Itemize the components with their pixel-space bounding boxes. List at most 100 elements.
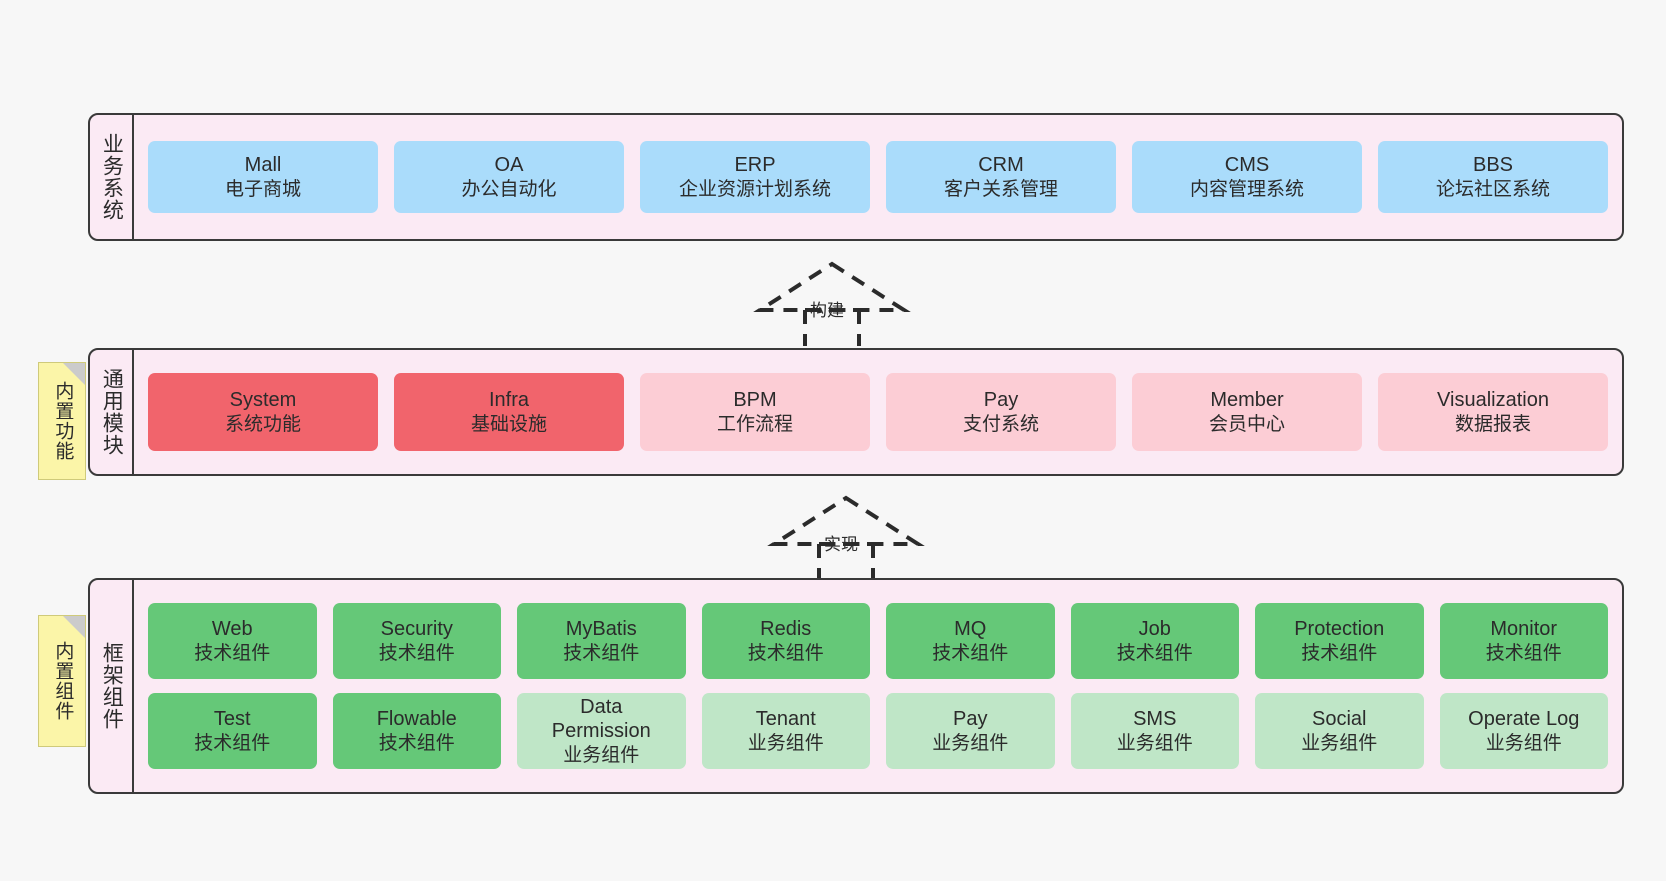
card-web-name: Web bbox=[211, 618, 253, 641]
card-system[interactable]: System 系统功能 bbox=[148, 373, 378, 451]
card-redis[interactable]: Redis 技术组件 bbox=[701, 603, 870, 679]
card-infra-sub: 基础设施 bbox=[470, 413, 547, 435]
card-test[interactable]: Test 技术组件 bbox=[148, 693, 317, 769]
layer-business-system-row: Mall 电子商城 OA 办公自动化 ERP 企业资源计划系统 CRM 客户关系… bbox=[148, 141, 1608, 213]
card-mybatis[interactable]: MyBatis 技术组件 bbox=[517, 603, 686, 679]
note-builtin-components-text: 内置组件 bbox=[52, 641, 74, 721]
card-tenant-sub: 业务组件 bbox=[747, 732, 824, 754]
connector-implement-label: 实现 bbox=[824, 535, 858, 554]
card-flowable[interactable]: Flowable 技术组件 bbox=[332, 693, 501, 769]
card-pay-module[interactable]: Pay 支付系统 bbox=[886, 373, 1116, 451]
card-operate-log-sub: 业务组件 bbox=[1485, 732, 1562, 754]
card-operate-log[interactable]: Operate Log 业务组件 bbox=[1439, 693, 1608, 769]
layer-business-system-title: 业务系统 bbox=[90, 115, 134, 239]
card-web[interactable]: Web 技术组件 bbox=[148, 603, 317, 679]
layer-common-modules-row: System 系统功能 Infra 基础设施 BPM 工作流程 Pay 支付系统… bbox=[148, 373, 1608, 451]
card-pay-component[interactable]: Pay 业务组件 bbox=[886, 693, 1055, 769]
card-monitor-name: Monitor bbox=[1490, 618, 1558, 641]
card-oa[interactable]: OA 办公自动化 bbox=[394, 141, 624, 213]
card-crm-sub: 客户关系管理 bbox=[943, 178, 1058, 200]
card-infra[interactable]: Infra 基础设施 bbox=[394, 373, 624, 451]
card-protection-name: Protection bbox=[1294, 618, 1385, 641]
card-test-name: Test bbox=[213, 708, 251, 731]
card-sms-name: SMS bbox=[1133, 708, 1177, 731]
card-member[interactable]: Member 会员中心 bbox=[1132, 373, 1362, 451]
note-fold-corner-icon bbox=[63, 363, 85, 385]
card-data-permission-name: Data Permission bbox=[551, 696, 651, 743]
connector-build-label: 构建 bbox=[810, 301, 844, 320]
card-mall[interactable]: Mall 电子商城 bbox=[148, 141, 378, 213]
card-job-sub: 技术组件 bbox=[1116, 642, 1193, 664]
card-tenant[interactable]: Tenant 业务组件 bbox=[701, 693, 870, 769]
note-builtin-features[interactable]: 内置功能 bbox=[38, 362, 86, 480]
card-monitor-sub: 技术组件 bbox=[1485, 642, 1562, 664]
card-protection-sub: 技术组件 bbox=[1301, 642, 1378, 664]
card-cms-name: CMS bbox=[1224, 154, 1270, 177]
card-bbs[interactable]: BBS 论坛社区系统 bbox=[1378, 141, 1608, 213]
card-pay-component-sub: 业务组件 bbox=[932, 732, 1009, 754]
card-data-permission[interactable]: Data Permission 业务组件 bbox=[517, 693, 686, 769]
layer-framework-row-technical: Web 技术组件 Security 技术组件 MyBatis 技术组件 Redi… bbox=[148, 603, 1608, 679]
card-mall-sub: 电子商城 bbox=[224, 178, 301, 200]
layer-business-system-body: Mall 电子商城 OA 办公自动化 ERP 企业资源计划系统 CRM 客户关系… bbox=[134, 115, 1622, 239]
card-social[interactable]: Social 业务组件 bbox=[1255, 693, 1424, 769]
card-tenant-name: Tenant bbox=[755, 708, 816, 731]
card-crm-name: CRM bbox=[978, 154, 1024, 177]
note-builtin-features-text: 内置功能 bbox=[52, 381, 74, 461]
card-data-permission-sub: 业务组件 bbox=[563, 744, 640, 766]
card-operate-log-name: Operate Log bbox=[1468, 708, 1580, 731]
layer-common-modules-body: System 系统功能 Infra 基础设施 BPM 工作流程 Pay 支付系统… bbox=[134, 350, 1622, 474]
card-protection[interactable]: Protection 技术组件 bbox=[1255, 603, 1424, 679]
card-mq-sub: 技术组件 bbox=[932, 642, 1009, 664]
card-oa-name: OA bbox=[494, 154, 524, 177]
card-mall-name: Mall bbox=[244, 154, 282, 177]
card-mybatis-name: MyBatis bbox=[565, 618, 637, 641]
card-web-sub: 技术组件 bbox=[194, 642, 271, 664]
connector-build: 构建 bbox=[752, 258, 912, 346]
layer-common-modules[interactable]: 通用模块 System 系统功能 Infra 基础设施 BPM 工作流程 Pay… bbox=[88, 348, 1624, 476]
note-fold-corner-icon bbox=[63, 616, 85, 638]
card-visualization-name: Visualization bbox=[1437, 389, 1549, 412]
card-system-sub: 系统功能 bbox=[224, 413, 301, 435]
card-security[interactable]: Security 技术组件 bbox=[332, 603, 501, 679]
layer-framework-components[interactable]: 框架组件 Web 技术组件 Security 技术组件 MyBatis 技术组件… bbox=[88, 578, 1624, 794]
card-redis-sub: 技术组件 bbox=[747, 642, 824, 664]
card-mq[interactable]: MQ 技术组件 bbox=[886, 603, 1055, 679]
card-visualization[interactable]: Visualization 数据报表 bbox=[1378, 373, 1608, 451]
card-pay-module-name: Pay bbox=[983, 389, 1019, 412]
card-job-name: Job bbox=[1138, 618, 1171, 641]
card-flowable-sub: 技术组件 bbox=[378, 732, 455, 754]
card-security-name: Security bbox=[380, 618, 453, 641]
layer-framework-row-business: Test 技术组件 Flowable 技术组件 Data Permission … bbox=[148, 693, 1608, 769]
card-sms-sub: 业务组件 bbox=[1116, 732, 1193, 754]
card-monitor[interactable]: Monitor 技术组件 bbox=[1439, 603, 1608, 679]
card-crm[interactable]: CRM 客户关系管理 bbox=[886, 141, 1116, 213]
card-test-sub: 技术组件 bbox=[194, 732, 271, 754]
card-job[interactable]: Job 技术组件 bbox=[1070, 603, 1239, 679]
card-redis-name: Redis bbox=[760, 618, 812, 641]
card-sms[interactable]: SMS 业务组件 bbox=[1070, 693, 1239, 769]
card-member-sub: 会员中心 bbox=[1208, 413, 1285, 435]
card-bbs-sub: 论坛社区系统 bbox=[1435, 178, 1550, 200]
card-pay-component-name: Pay bbox=[953, 708, 988, 731]
card-bpm-sub: 工作流程 bbox=[716, 413, 793, 435]
card-bpm[interactable]: BPM 工作流程 bbox=[640, 373, 870, 451]
card-member-name: Member bbox=[1210, 389, 1284, 412]
layer-common-modules-title: 通用模块 bbox=[90, 350, 134, 474]
layer-business-system[interactable]: 业务系统 Mall 电子商城 OA 办公自动化 ERP 企业资源计划系统 CRM… bbox=[88, 113, 1624, 241]
card-mq-name: MQ bbox=[954, 618, 987, 641]
card-social-name: Social bbox=[1312, 708, 1367, 731]
card-erp-name: ERP bbox=[734, 154, 776, 177]
layer-framework-components-body: Web 技术组件 Security 技术组件 MyBatis 技术组件 Redi… bbox=[134, 580, 1622, 792]
card-cms-sub: 内容管理系统 bbox=[1189, 178, 1304, 200]
card-pay-module-sub: 支付系统 bbox=[962, 413, 1039, 435]
card-cms[interactable]: CMS 内容管理系统 bbox=[1132, 141, 1362, 213]
card-erp[interactable]: ERP 企业资源计划系统 bbox=[640, 141, 870, 213]
note-builtin-components[interactable]: 内置组件 bbox=[38, 615, 86, 747]
connector-implement: 实现 bbox=[766, 492, 926, 580]
card-security-sub: 技术组件 bbox=[378, 642, 455, 664]
layer-framework-components-title: 框架组件 bbox=[90, 580, 134, 792]
card-bpm-name: BPM bbox=[733, 389, 777, 412]
card-erp-sub: 企业资源计划系统 bbox=[678, 178, 831, 200]
